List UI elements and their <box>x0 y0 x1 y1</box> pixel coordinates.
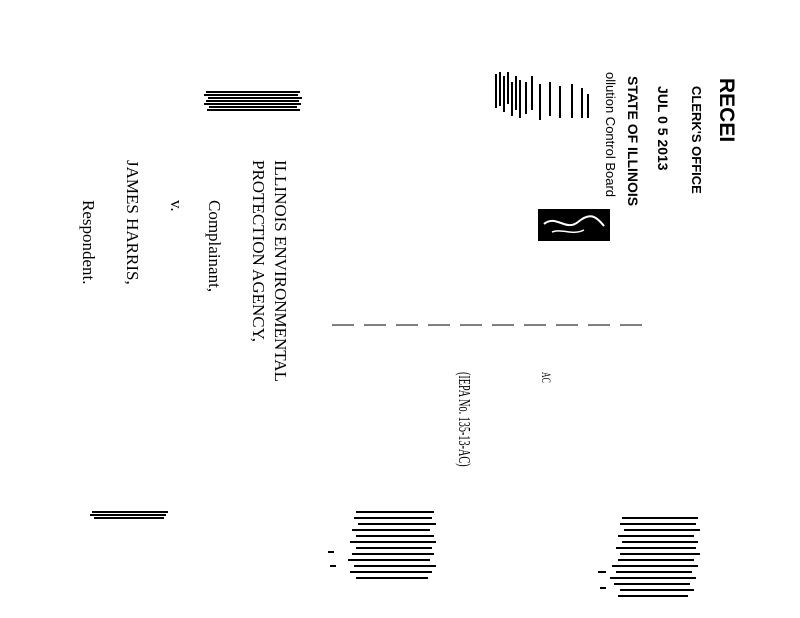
redaction-mark-bottom-left <box>90 511 168 519</box>
redaction-mark-top-center <box>495 72 589 120</box>
redaction-mark-bottom-center <box>328 511 436 579</box>
case-iepa-number-text: (IEPA No. 135-13-AC) <box>455 372 474 467</box>
caption-complainant: Complainant, <box>205 200 224 293</box>
caption-agency-line1: ILLINOIS ENVIRONMENTAL <box>271 160 290 382</box>
signature-mark <box>538 209 610 241</box>
caption-versus: v. <box>167 200 186 212</box>
caption-respondent-name: JAMES HARRIS, <box>123 160 142 285</box>
stamp-board: ollution Control Board <box>603 72 618 198</box>
redaction-mark-top-left <box>204 91 302 111</box>
caption-agency-line2: PROTECTION AGENCY, <box>249 160 268 342</box>
redaction-mark-bottom-right <box>598 517 700 597</box>
stamp-received: RECEI <box>715 78 738 143</box>
caption-respondent: Respondent. <box>79 200 98 285</box>
stamp-state: STATE OF ILLINOIS <box>625 76 641 207</box>
case-ac: AC <box>539 372 554 390</box>
case-iepa-number: (IEPA No. 135-13-AC) <box>455 372 474 530</box>
case-ac-text: AC <box>539 372 554 383</box>
stamp-clerks-office: CLERK'S OFFICE <box>689 86 704 194</box>
stamp-date: JUL 0 5 2013 <box>655 86 671 171</box>
